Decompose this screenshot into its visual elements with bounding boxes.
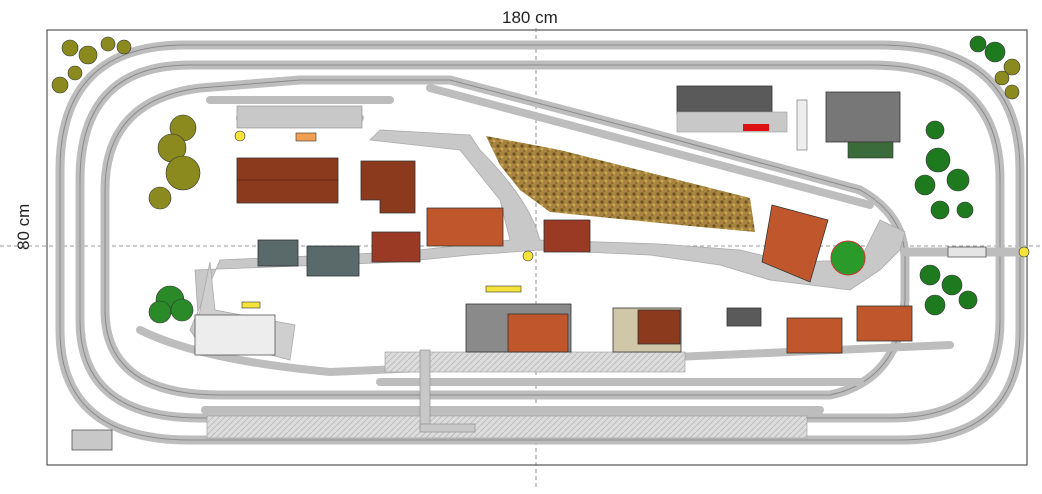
small-shed-right: [947, 246, 987, 258]
building-grey-1: [257, 239, 299, 267]
building-brick-2: [543, 219, 591, 253]
station-ramp: [419, 423, 476, 433]
diagonal-siding: [426, 84, 874, 209]
factory-annex: [847, 141, 894, 159]
building-warehouse: [761, 204, 829, 283]
building-house-3: [856, 305, 913, 342]
building-brick: [371, 231, 421, 263]
station-stairs: [419, 349, 431, 431]
shed-apron: [676, 111, 788, 133]
building-grey-2: [306, 245, 360, 277]
building-large-brown: [236, 157, 339, 204]
building-beige-roof: [637, 309, 681, 345]
hill: [486, 136, 755, 232]
shed-yard: [236, 105, 363, 129]
small-shed-bottom-left: [71, 429, 113, 451]
height-dimension-label: 80 cm: [14, 203, 33, 250]
engine-shed: [676, 85, 773, 115]
platform-lower: [206, 415, 808, 439]
fuel-tank-wagon: [796, 99, 808, 151]
goods-shed: [194, 314, 276, 356]
road: [189, 129, 906, 347]
trees: [51, 35, 1021, 324]
red-vehicle: [743, 124, 769, 131]
width-dimension-label: 180 cm: [502, 8, 558, 27]
building-townhouses: [426, 207, 504, 247]
building-small-grey: [726, 307, 762, 327]
station-roof: [507, 313, 569, 353]
siding-lower-1: [136, 326, 954, 376]
markers: [234, 130, 1030, 309]
factory: [825, 91, 901, 143]
building-house-1: [360, 160, 416, 214]
building-house-2: [786, 317, 843, 354]
